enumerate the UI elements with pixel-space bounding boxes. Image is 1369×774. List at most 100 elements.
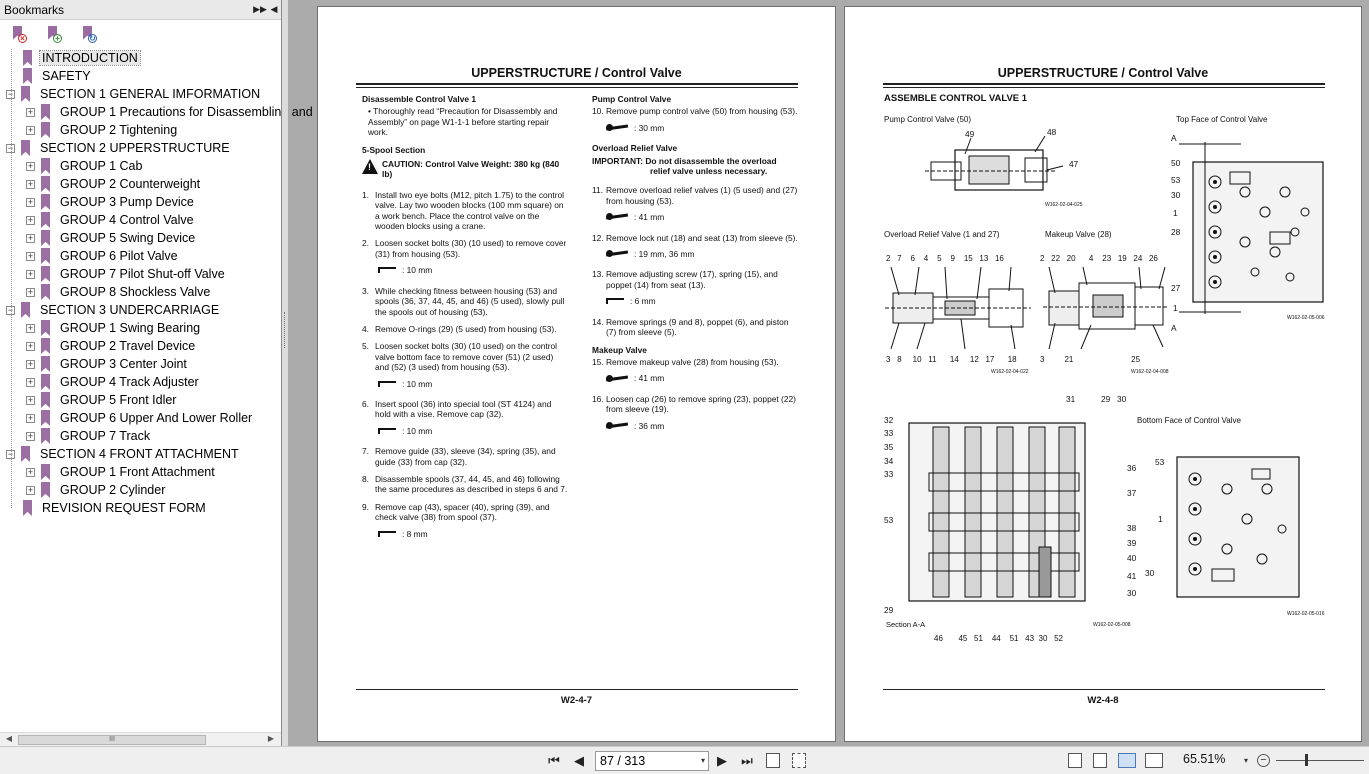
bookmark-item[interactable]: + GROUP 7 Pilot Shut-off Valve [26,265,227,283]
bookmark-item[interactable]: SAFETY [23,67,93,85]
expand-toggle-icon[interactable]: + [26,268,35,279]
zoom-slider-thumb[interactable] [1305,754,1308,766]
step-number: 4. [362,323,369,334]
bookmark-item[interactable]: + GROUP 8 Shockless Valve [26,283,212,301]
bookmark-item[interactable]: REVISION REQUEST FORM [23,499,208,517]
bookmark-item[interactable]: +GROUP 3 Pump Device [26,193,196,211]
panel-splitter[interactable] [282,0,288,746]
scroll-left-icon[interactable]: ◀ [5,734,13,743]
top-face-drawing [1179,142,1324,314]
expand-toggle-icon[interactable]: + [26,322,35,333]
collapse-toggle-icon[interactable]: − [6,88,15,99]
bookmark-label: GROUP 7 Pilot Shut-off Valve [60,267,225,281]
hex-key-icon [378,427,396,434]
collapse-toggle-icon[interactable]: − [6,142,15,153]
bookmarks-horizontal-scrollbar[interactable]: ◀ III ▶ [0,732,281,746]
collapse-panel-icon[interactable]: ◀ [270,4,278,14]
bookmark-item[interactable]: −SECTION 3 UNDERCARRIAGE [6,301,221,319]
bookmark-item[interactable]: +GROUP 4 Track Adjuster [26,373,201,391]
warning-icon: ! [362,159,378,175]
bookmark-item[interactable]: +GROUP 1 Swing Bearing [26,319,202,337]
important-note-cont: relief valve unless necessary. [650,166,768,177]
wrench-icon [606,213,628,221]
chevron-down-icon[interactable]: ▾ [700,756,705,765]
bookmark-item[interactable]: + GROUP 5 Swing Device [26,229,197,247]
step-number: 2. [362,238,369,249]
bookmark-item[interactable]: +GROUP 7 Track [26,427,152,445]
continuous-facing-view-icon[interactable] [1145,753,1163,768]
bookmark-item[interactable]: − SECTION 2 UPPERSTRUCTURE [6,139,232,157]
panel-options-icon[interactable]: ▶▶ [253,4,267,14]
step-item: 9.Remove cap (43), spacer (40), spring (… [362,502,568,523]
page-number-field[interactable]: 87 / 313 ▾ [595,751,709,771]
rotate-view-alt-icon[interactable] [792,753,806,768]
expand-toggle-icon[interactable]: + [26,286,35,297]
expand-toggle-icon[interactable]: + [26,124,35,135]
expand-toggle-icon[interactable]: + [26,412,35,423]
facing-pages-view-icon[interactable] [1118,753,1136,768]
bookmark-item[interactable]: +GROUP 2 Travel Device [26,337,197,355]
expand-toggle-icon[interactable]: + [26,430,35,441]
last-page-icon[interactable]: ⏭ [741,753,753,768]
callout: 35 [884,442,894,452]
bookmark-item[interactable]: +GROUP 6 Pilot Valve [26,247,180,265]
bookmark-item[interactable]: − SECTION 4 FRONT ATTACHMENT [6,445,241,463]
bookmark-icon [41,464,50,480]
expand-toggle-icon[interactable]: + [26,358,35,369]
bookmark-item[interactable]: +GROUP 2 Cylinder [26,481,167,499]
expand-bookmark-icon[interactable]: ↻ [80,25,97,43]
bookmark-label: GROUP 5 Swing Device [60,231,196,245]
bookmark-item[interactable]: +GROUP 6 Upper And Lower Roller [26,409,254,427]
expand-toggle-icon[interactable]: + [26,466,35,477]
scrollbar-thumb[interactable]: III [18,735,206,745]
expand-toggle-icon[interactable]: + [26,178,35,189]
step-number: 3. [362,285,369,296]
step-list: 1.Install two eye bolts (M12, pitch 1.75… [362,190,568,539]
bookmark-label: GROUP 8 Shockless Valve [60,285,211,299]
delete-bookmark-icon[interactable]: × [10,25,27,43]
bookmark-item[interactable]: +GROUP 4 Control Valve [26,211,196,229]
chevron-down-icon[interactable]: ▾ [1244,756,1249,765]
zoom-out-icon[interactable]: − [1257,754,1270,767]
bookmark-item[interactable]: −SECTION 1 GENERAL IMFORMATION [6,85,262,103]
bookmark-label: SECTION 2 UPPERSTRUCTURE [40,141,230,155]
add-bookmark-icon[interactable]: + [45,25,62,43]
zoom-level[interactable]: 65.51% [1183,752,1226,766]
step-item: 8.Disassemble spools (37, 44, 45, and 46… [362,474,568,495]
expand-toggle-icon[interactable]: + [26,160,35,171]
bookmark-label: SECTION 4 FRONT ATTACHMENT [40,447,239,461]
next-page-icon[interactable]: ▶ [717,753,727,768]
bookmark-item[interactable]: +GROUP 1 Precautions for Disassembling a… [26,103,315,121]
bookmark-item[interactable]: INTRODUCTION [23,49,141,67]
bookmark-item[interactable]: +GROUP 5 Front Idler [26,391,178,409]
scroll-right-icon[interactable]: ▶ [267,734,275,743]
continuous-view-icon[interactable] [1093,753,1107,768]
expand-toggle-icon[interactable]: + [26,484,35,495]
previous-page-icon[interactable]: ◀ [574,753,584,768]
bookmark-item[interactable]: +GROUP 2 Counterweight [26,175,202,193]
rotate-view-icon[interactable] [766,753,780,768]
expand-toggle-icon[interactable]: + [26,232,35,243]
expand-toggle-icon[interactable]: + [26,340,35,351]
callout: 50 [1171,158,1181,168]
bookmark-item[interactable]: +GROUP 2 Tightening [26,121,179,139]
expand-toggle-icon[interactable]: + [26,250,35,261]
bookmark-item[interactable]: +GROUP 3 Center Joint [26,355,189,373]
expand-toggle-icon[interactable]: + [26,106,35,117]
single-page-view-icon[interactable] [1068,753,1082,768]
zoom-slider[interactable] [1276,760,1364,761]
bookmark-item[interactable]: +GROUP 1 Cab [26,157,144,175]
callout: 33 [884,428,894,438]
bookmark-item[interactable]: +GROUP 1 Front Attachment [26,463,217,481]
figure-code: W162-02-05-016 [1287,611,1325,617]
collapse-toggle-icon[interactable]: − [6,448,15,459]
document-page-right: UPPERSTRUCTURE / Control Valve ASSEMBLE … [844,6,1362,742]
expand-toggle-icon[interactable]: + [26,376,35,387]
expand-toggle-icon[interactable]: + [26,196,35,207]
expand-toggle-icon[interactable]: + [26,394,35,405]
expand-toggle-icon[interactable]: + [26,214,35,225]
collapse-toggle-icon[interactable]: − [6,304,15,315]
step-text: Loosen socket bolts (30) (10 used) on th… [375,341,558,373]
callout: 53 [1171,175,1181,185]
first-page-icon[interactable]: ⏮ [548,753,560,768]
